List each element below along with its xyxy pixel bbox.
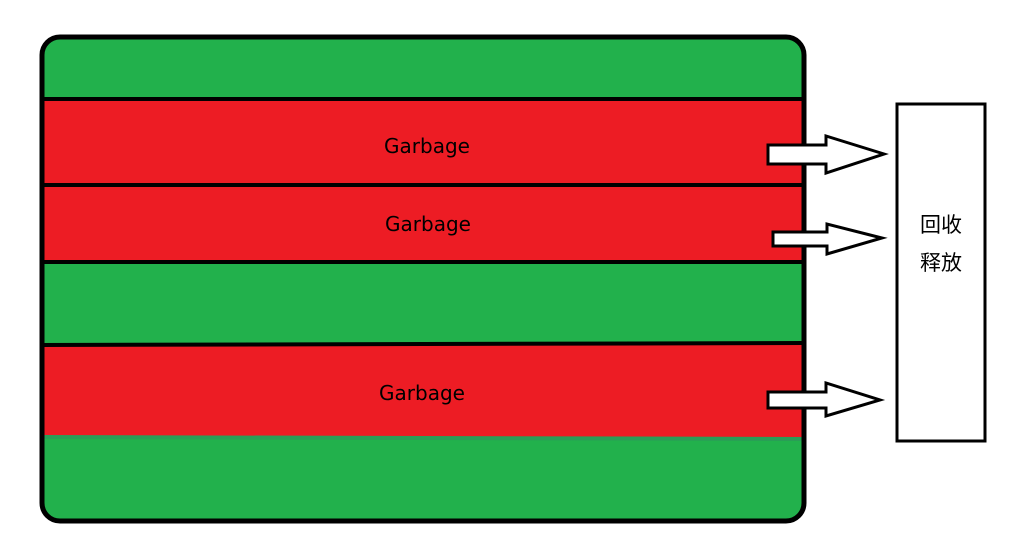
garbage-label-2: Garbage: [385, 212, 471, 236]
live-block-1: [42, 37, 804, 99]
memory-container: [39, 34, 807, 524]
live-block-3: [42, 437, 804, 521]
live-block-2: [42, 262, 804, 345]
green-divider: [42, 435, 804, 441]
arrow-right-icon: [766, 380, 886, 419]
recycle-label-line2: 释放: [920, 251, 962, 275]
garbage-block-1: [42, 99, 804, 185]
recycle-label: 回收 释放: [898, 206, 984, 282]
arrow-right-icon: [771, 222, 888, 256]
memory-blocks: [42, 37, 804, 521]
garbage-block-3: [42, 345, 804, 437]
garbage-label-1: Garbage: [384, 134, 470, 158]
recycle-box: [895, 102, 987, 443]
arrow-right-icon: [766, 133, 889, 176]
recycle-label-line1: 回收: [920, 213, 962, 237]
garbage-label-3: Garbage: [379, 381, 465, 405]
garbage-block-2: [42, 185, 804, 262]
block-divider: [42, 341, 804, 347]
